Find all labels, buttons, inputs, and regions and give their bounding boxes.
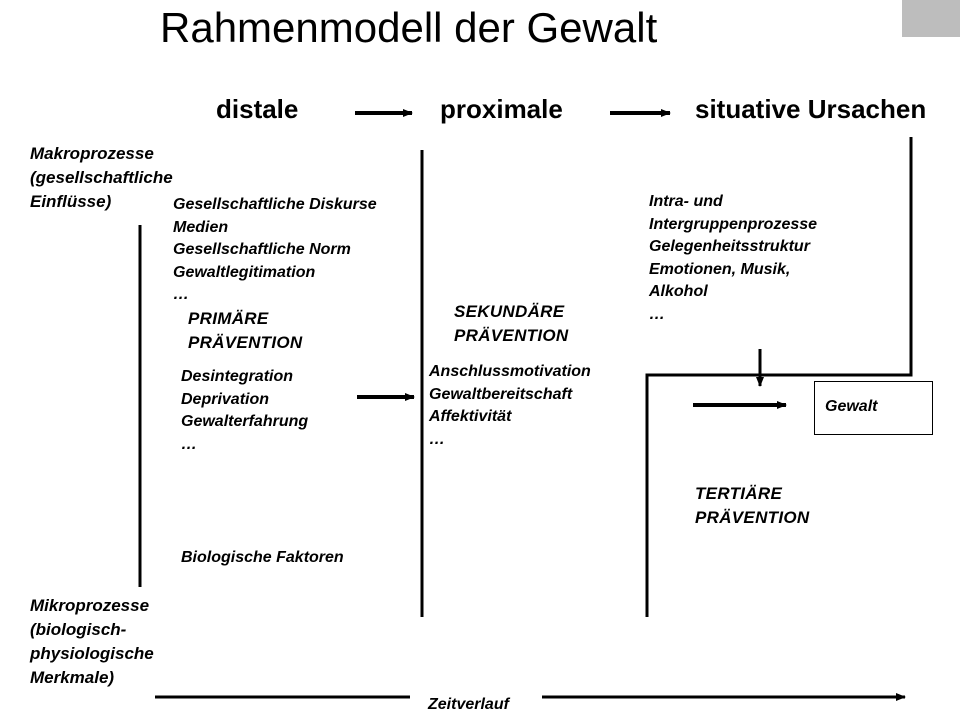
micro-line-1: Mikroprozesse	[30, 596, 150, 615]
societal-factor: Gesellschaftliche Norm	[173, 241, 351, 258]
tertiary-prevention-line-1: TERTIÄRE	[695, 484, 783, 503]
situative-factor: Intra- und	[649, 193, 723, 210]
page-title: Rahmenmodell der Gewalt	[160, 4, 658, 51]
societal-factor: Gewaltlegitimation	[173, 263, 316, 281]
individual-factor: Gewalterfahrung	[181, 413, 309, 430]
phase-distal-label: distale	[216, 94, 299, 124]
secondary-prevention-line-2: PRÄVENTION	[454, 326, 569, 345]
micro-line-4: Merkmale)	[30, 668, 115, 687]
proximal-factor: …	[429, 430, 445, 448]
outcome-box: Gewalt	[814, 381, 933, 435]
micro-processes-label: Mikroprozesse (biologisch- physiologisch…	[30, 594, 154, 690]
situative-bracket	[645, 137, 913, 617]
situative-factor: Emotionen, Musik,	[649, 260, 791, 278]
situative-factor: Gelegenheitsstruktur	[649, 238, 810, 255]
proximal-factors-list: Anschlussmotivation Gewaltbereitschaft A…	[429, 361, 591, 451]
situative-factor: …	[649, 305, 665, 323]
individual-factors-list: Desintegration Deprivation Gewalterfahru…	[181, 366, 308, 456]
macro-processes-label: Makroprozesse (gesellschaftliche Einflüs…	[30, 142, 173, 214]
primary-prevention-label: PRIMÄRE PRÄVENTION	[188, 307, 302, 355]
individual-factor: …	[181, 435, 197, 453]
situative-factor: Intergruppenprozesse	[649, 215, 818, 233]
individual-factor: Deprivation	[181, 390, 270, 408]
primary-prevention-line-1: PRIMÄRE	[188, 309, 269, 328]
proximal-factor: Anschlussmotivation	[429, 363, 591, 380]
micro-line-3: physiologische	[30, 644, 154, 663]
individual-factor: Desintegration	[181, 368, 294, 385]
secondary-prevention-label: SEKUNDÄRE PRÄVENTION	[454, 300, 568, 348]
corner-decoration	[902, 0, 960, 37]
outcome-label: Gewalt	[825, 398, 878, 415]
biological-factors-label: Biologische Faktoren	[181, 549, 344, 566]
societal-factor: Medien	[173, 218, 229, 236]
micro-line-2: (biologisch-	[30, 620, 127, 639]
proximal-factor: Affektivität	[429, 408, 512, 425]
phase-situative-label: situative Ursachen	[695, 94, 927, 124]
primary-prevention-line-2: PRÄVENTION	[188, 333, 303, 352]
macro-line-2: (gesellschaftliche	[30, 168, 173, 187]
proximal-factor: Gewaltbereitschaft	[429, 385, 573, 403]
phase-proximal-label: proximale	[440, 94, 563, 124]
macro-line-1: Makroprozesse	[30, 144, 154, 163]
societal-factor: …	[173, 286, 189, 303]
timeline-label: Zeitverlauf	[428, 696, 509, 713]
tertiary-prevention-label: TERTIÄRE PRÄVENTION	[695, 482, 809, 530]
situative-factors-list: Intra- und Intergruppenprozesse Gelegenh…	[649, 191, 817, 326]
situative-factor: Alkohol	[649, 283, 708, 300]
tertiary-prevention-line-2: PRÄVENTION	[695, 508, 810, 527]
societal-factors-list: Gesellschaftliche Diskurse Medien Gesell…	[173, 194, 377, 307]
macro-line-3: Einflüsse)	[30, 192, 112, 211]
societal-factor: Gesellschaftliche Diskurse	[173, 196, 377, 213]
secondary-prevention-line-1: SEKUNDÄRE	[454, 302, 565, 321]
